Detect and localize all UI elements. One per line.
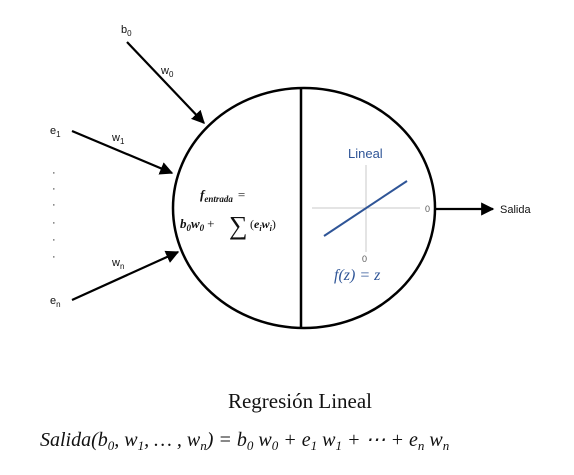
- ellipsis-dot: ·: [52, 251, 56, 263]
- activation-formula: f(z) = z: [334, 267, 381, 284]
- formula-sum-term: (eiwi): [250, 217, 276, 233]
- ellipsis-dot: ·: [52, 234, 56, 246]
- ellipsis-dot: ·: [52, 199, 56, 211]
- activation-name: Lineal: [348, 146, 383, 161]
- input-ellipsis: · · · · · ·: [52, 167, 56, 263]
- activation-line: [323, 180, 408, 237]
- formula-bias-term: b0w0+: [180, 216, 215, 233]
- input-en-label: en: [50, 295, 61, 309]
- caption-title: Regresión Lineal: [228, 389, 372, 413]
- arrow-e1: [71, 129, 174, 175]
- weight-w1-label: w1: [111, 132, 125, 146]
- input-b0-label: b0: [121, 24, 132, 38]
- x-origin-label: 0: [425, 204, 430, 214]
- f-entrada: fentrada=: [200, 187, 245, 204]
- activation-plot: Lineal 0 0 f(z) = z: [312, 146, 430, 284]
- ellipsis-dot: ·: [52, 183, 56, 195]
- arrow-en: [71, 250, 180, 302]
- y-origin-label: 0: [362, 254, 367, 264]
- weight-wn-label: wn: [111, 257, 124, 271]
- summation-formula: fentrada= b0w0+ ∑ (eiwi): [180, 187, 276, 240]
- input-e1-label: e1: [50, 125, 61, 139]
- caption-equation: Salida(b0, w1, … , wn) = b0 w0 + e1 w1 +…: [40, 429, 449, 453]
- weight-w0-label: w0: [160, 65, 174, 79]
- ellipsis-dot: ·: [52, 167, 56, 179]
- output-label: Salida: [500, 204, 531, 216]
- arrow-b0: [126, 41, 205, 124]
- ellipsis-dot: ·: [52, 217, 56, 229]
- sum-symbol: ∑: [229, 211, 248, 240]
- neuron-body: [171, 86, 437, 330]
